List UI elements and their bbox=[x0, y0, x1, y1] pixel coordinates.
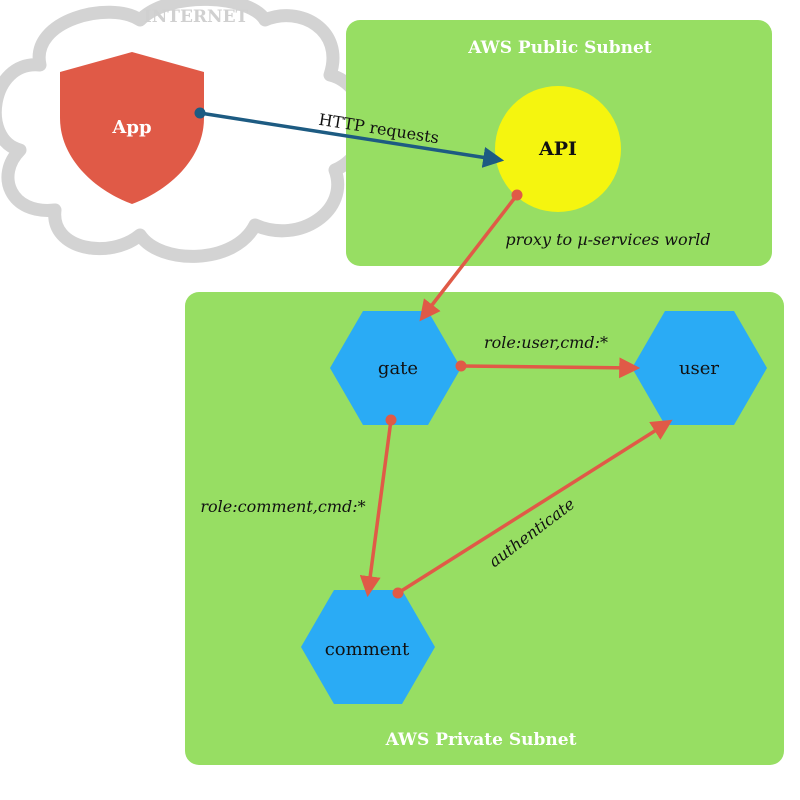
edge-label-role-comment: role:comment,cmd:* bbox=[200, 497, 365, 516]
gate-node[interactable]: gate bbox=[330, 311, 461, 425]
gate-label: gate bbox=[378, 358, 418, 379]
user-label: user bbox=[679, 358, 719, 379]
comment-node[interactable]: comment bbox=[301, 590, 435, 704]
app-node[interactable]: App bbox=[60, 52, 204, 204]
shield-icon bbox=[60, 52, 204, 204]
edge-gate-to-comment: role:comment,cmd:* bbox=[200, 414, 397, 598]
comment-label: comment bbox=[325, 639, 410, 660]
app-label: App bbox=[111, 117, 151, 138]
hexagon-icon bbox=[632, 311, 767, 425]
hexagon-icon bbox=[330, 311, 461, 425]
edge-label-role-user: role:user,cmd:* bbox=[484, 333, 608, 352]
edge-gate-to-user: role:user,cmd:* bbox=[455, 333, 641, 379]
api-node[interactable]: API bbox=[495, 86, 621, 212]
edge-label-proxy: proxy to µ-services world bbox=[505, 230, 710, 249]
api-label: API bbox=[538, 138, 577, 160]
private-subnet-title: AWS Private Subnet bbox=[385, 730, 577, 750]
user-node[interactable]: user bbox=[632, 311, 767, 425]
public-subnet-title: AWS Public Subnet bbox=[467, 38, 652, 58]
hexagon-icon bbox=[301, 590, 435, 704]
edge-api-to-gate: proxy to µ-services world bbox=[419, 189, 711, 322]
internet-label: INTERNET bbox=[144, 7, 249, 27]
api-circle bbox=[495, 86, 621, 212]
